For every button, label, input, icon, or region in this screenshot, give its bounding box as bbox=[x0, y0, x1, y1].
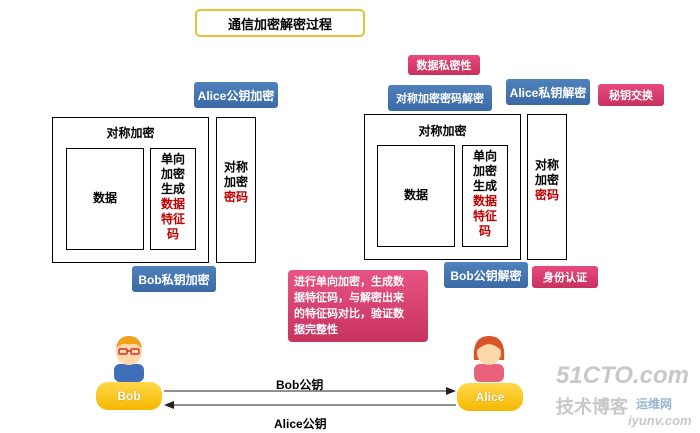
alice-label[interactable]: Alice bbox=[457, 383, 523, 411]
bob-avatar-icon bbox=[114, 336, 144, 382]
diagram-title: 通信加密解密过程 bbox=[195, 9, 365, 37]
sym-decrypt-callout: 对称加密密码解密 bbox=[388, 85, 492, 111]
alice-pub-encrypt-callout: Alice公钥加密 bbox=[194, 82, 278, 108]
right-data-label: 数据 bbox=[403, 188, 428, 202]
alice-avatar-icon bbox=[473, 336, 505, 382]
identity-auth-callout: 身份认证 bbox=[532, 266, 598, 288]
bob-pub-decrypt-callout: Bob公钥解密 bbox=[444, 262, 528, 288]
watermark-iyunv: iyunv.com bbox=[628, 413, 692, 428]
left-hash-line-1: 单向 bbox=[160, 152, 185, 166]
left-symmetric-encrypt-label: 对称加密 bbox=[106, 126, 155, 140]
right-sym-cipher-box bbox=[527, 114, 567, 260]
integrity-note-line-3: 的特征码对比，验证数 bbox=[294, 308, 404, 320]
left-data-label: 数据 bbox=[92, 191, 117, 205]
right-hash-text: 单向 加密 生成 数据 特征 码 bbox=[462, 149, 508, 239]
integrity-note: 进行单向加密，生成数 据特征码，与解密出来 的特征码对比，验证数 据完整性 bbox=[288, 270, 428, 342]
watermark-tech-blog: 技术博客 bbox=[556, 397, 628, 417]
bob-priv-encrypt-callout: Bob私钥加密 bbox=[132, 266, 216, 292]
watermark-yunwei: 运维网 bbox=[636, 397, 673, 411]
alice-priv-decrypt-callout: Alice私钥解密 bbox=[506, 79, 590, 105]
left-sym-cipher-line-2: 加密 bbox=[223, 175, 248, 189]
watermark-51cto: 51CTO.com bbox=[556, 362, 689, 389]
right-hash-red-3: 码 bbox=[478, 224, 491, 238]
right-sym-cipher-red: 密码 bbox=[534, 188, 559, 202]
left-sym-cipher-text: 对称 加密 密码 bbox=[216, 160, 256, 205]
left-hash-line-3: 生成 bbox=[160, 182, 185, 196]
left-hash-red-2: 特征 bbox=[160, 212, 185, 226]
right-sym-cipher-line-1: 对称 bbox=[534, 158, 559, 172]
integrity-note-line-4: 据完整性 bbox=[294, 324, 338, 336]
left-hash-box bbox=[150, 148, 196, 250]
alice-pub-key-label: Alice公钥 bbox=[274, 417, 327, 431]
left-sym-cipher-box bbox=[216, 117, 256, 263]
right-hash-red-1: 数据 bbox=[472, 194, 497, 208]
key-exchange-callout: 秘钥交换 bbox=[598, 84, 664, 106]
left-sym-cipher-line-1: 对称 bbox=[223, 160, 248, 174]
left-hash-text: 单向 加密 生成 数据 特征 码 bbox=[150, 152, 196, 242]
left-sym-cipher-red: 密码 bbox=[223, 190, 248, 204]
left-hash-red-1: 数据 bbox=[160, 197, 185, 211]
bob-pub-key-label: Bob公钥 bbox=[276, 378, 324, 392]
bob-label[interactable]: Bob bbox=[96, 382, 162, 410]
key-exchange-arrows bbox=[164, 387, 456, 409]
left-data-box bbox=[66, 148, 144, 250]
right-symmetric-encrypt-label: 对称加密 bbox=[418, 124, 467, 138]
left-hash-red-3: 码 bbox=[166, 227, 179, 241]
right-sym-cipher-line-2: 加密 bbox=[534, 173, 559, 187]
right-hash-red-2: 特征 bbox=[472, 209, 497, 223]
left-hash-line-2: 加密 bbox=[160, 167, 185, 181]
right-hash-line-1: 单向 bbox=[472, 149, 497, 163]
right-data-box bbox=[377, 145, 455, 247]
right-hash-box bbox=[462, 145, 508, 247]
right-sym-cipher-text: 对称 加密 密码 bbox=[527, 158, 567, 203]
integrity-note-line-2: 据特征码，与解密出来 bbox=[294, 292, 404, 304]
right-hash-line-2: 加密 bbox=[472, 164, 497, 178]
right-hash-line-3: 生成 bbox=[472, 179, 497, 193]
integrity-note-line-1: 进行单向加密，生成数 bbox=[294, 276, 404, 288]
data-privacy-callout: 数据私密性 bbox=[408, 55, 480, 75]
